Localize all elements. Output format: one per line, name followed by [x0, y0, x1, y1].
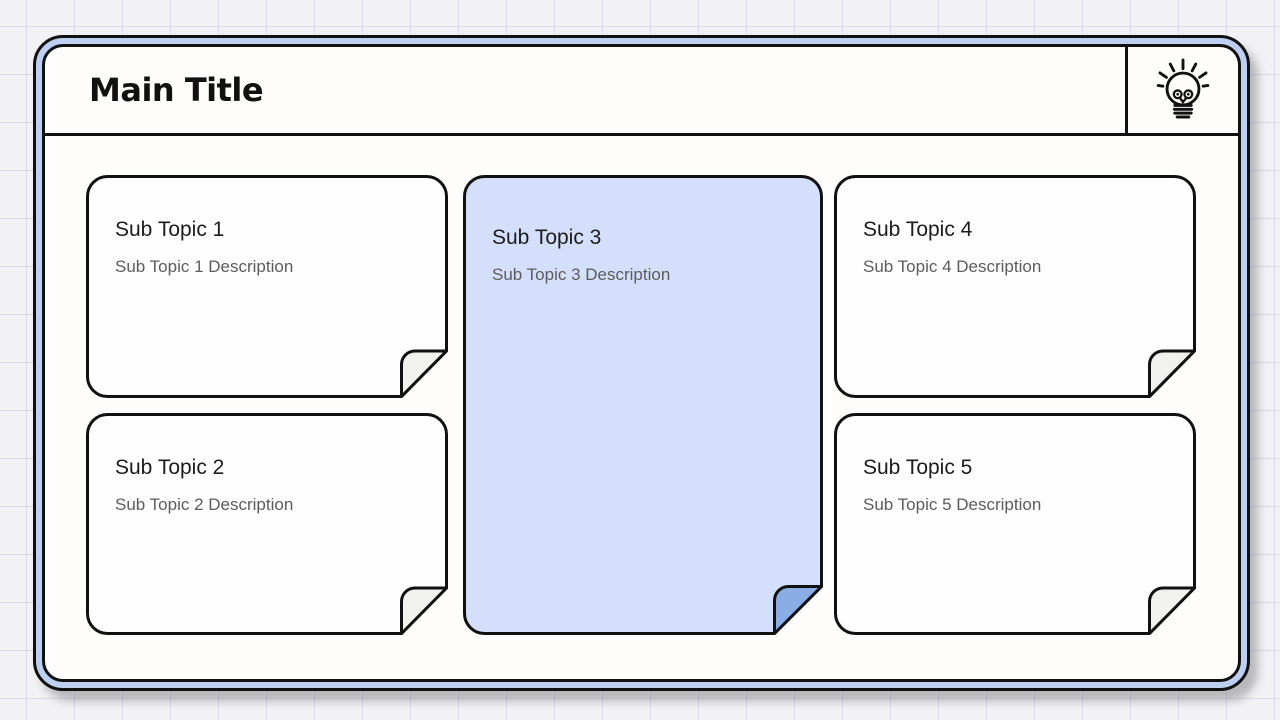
folded-corner — [1148, 349, 1196, 398]
topic-card-5[interactable]: Sub Topic 5 Sub Topic 5 Description — [834, 413, 1196, 635]
slide-panel: Main Title — [42, 44, 1241, 682]
card-description: Sub Topic 3 Description — [492, 265, 671, 285]
header-icon-box — [1125, 47, 1238, 133]
card-text: Sub Topic 1 Sub Topic 1 Description — [115, 217, 430, 277]
card-title: Sub Topic 3 — [492, 226, 602, 249]
folded-corner — [773, 585, 823, 635]
cards-area: Sub Topic 1 Sub Topic 1 Description Sub … — [45, 136, 1238, 672]
card-text: Sub Topic 2 Sub Topic 2 Description — [115, 455, 430, 515]
folded-corner — [400, 349, 448, 398]
card-description: Sub Topic 2 Description — [115, 495, 294, 515]
card-text: Sub Topic 4 Sub Topic 4 Description — [863, 217, 1178, 277]
topic-card-2[interactable]: Sub Topic 2 Sub Topic 2 Description — [86, 413, 448, 635]
card-text: Sub Topic 5 Sub Topic 5 Description — [863, 455, 1178, 515]
topic-card-3[interactable]: Sub Topic 3 Sub Topic 3 Description — [463, 175, 823, 635]
card-title: Sub Topic 1 — [115, 218, 225, 241]
card-description: Sub Topic 4 Description — [863, 257, 1042, 277]
topic-card-4[interactable]: Sub Topic 4 Sub Topic 4 Description — [834, 175, 1196, 398]
card-title: Sub Topic 4 — [863, 218, 973, 241]
card-title: Sub Topic 5 — [863, 456, 973, 479]
title-area: Main Title — [45, 47, 1125, 133]
slide-frame: Main Title — [33, 35, 1250, 691]
folded-corner — [1148, 586, 1196, 635]
card-description: Sub Topic 5 Description — [863, 495, 1042, 515]
page-title: Main Title — [89, 71, 264, 109]
topic-card-1[interactable]: Sub Topic 1 Sub Topic 1 Description — [86, 175, 448, 398]
card-description: Sub Topic 1 Description — [115, 257, 294, 277]
lightbulb-icon — [1154, 53, 1212, 128]
header: Main Title — [45, 47, 1238, 136]
card-title: Sub Topic 2 — [115, 456, 225, 479]
card-text: Sub Topic 3 Sub Topic 3 Description — [492, 225, 805, 285]
folded-corner — [400, 586, 448, 635]
